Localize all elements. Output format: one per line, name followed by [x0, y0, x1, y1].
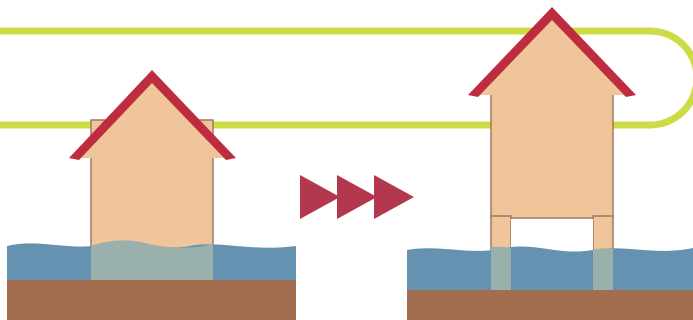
- scene-before: [7, 70, 296, 320]
- water-over-stilt-right: [593, 248, 613, 290]
- water-over-stilt-left: [491, 247, 511, 290]
- play-triangle-icon: [337, 175, 377, 219]
- play-triangle-icon: [374, 175, 414, 219]
- progress-arrows: [300, 175, 414, 219]
- ground-before: [7, 280, 296, 320]
- scene-after: [407, 7, 693, 320]
- play-triangle-icon: [300, 175, 340, 219]
- roof-fill-after: [470, 11, 633, 95]
- roof-fill-before: [72, 74, 233, 158]
- ground-after: [407, 290, 693, 320]
- water-after: [407, 246, 693, 292]
- house-wall-after: [491, 88, 613, 218]
